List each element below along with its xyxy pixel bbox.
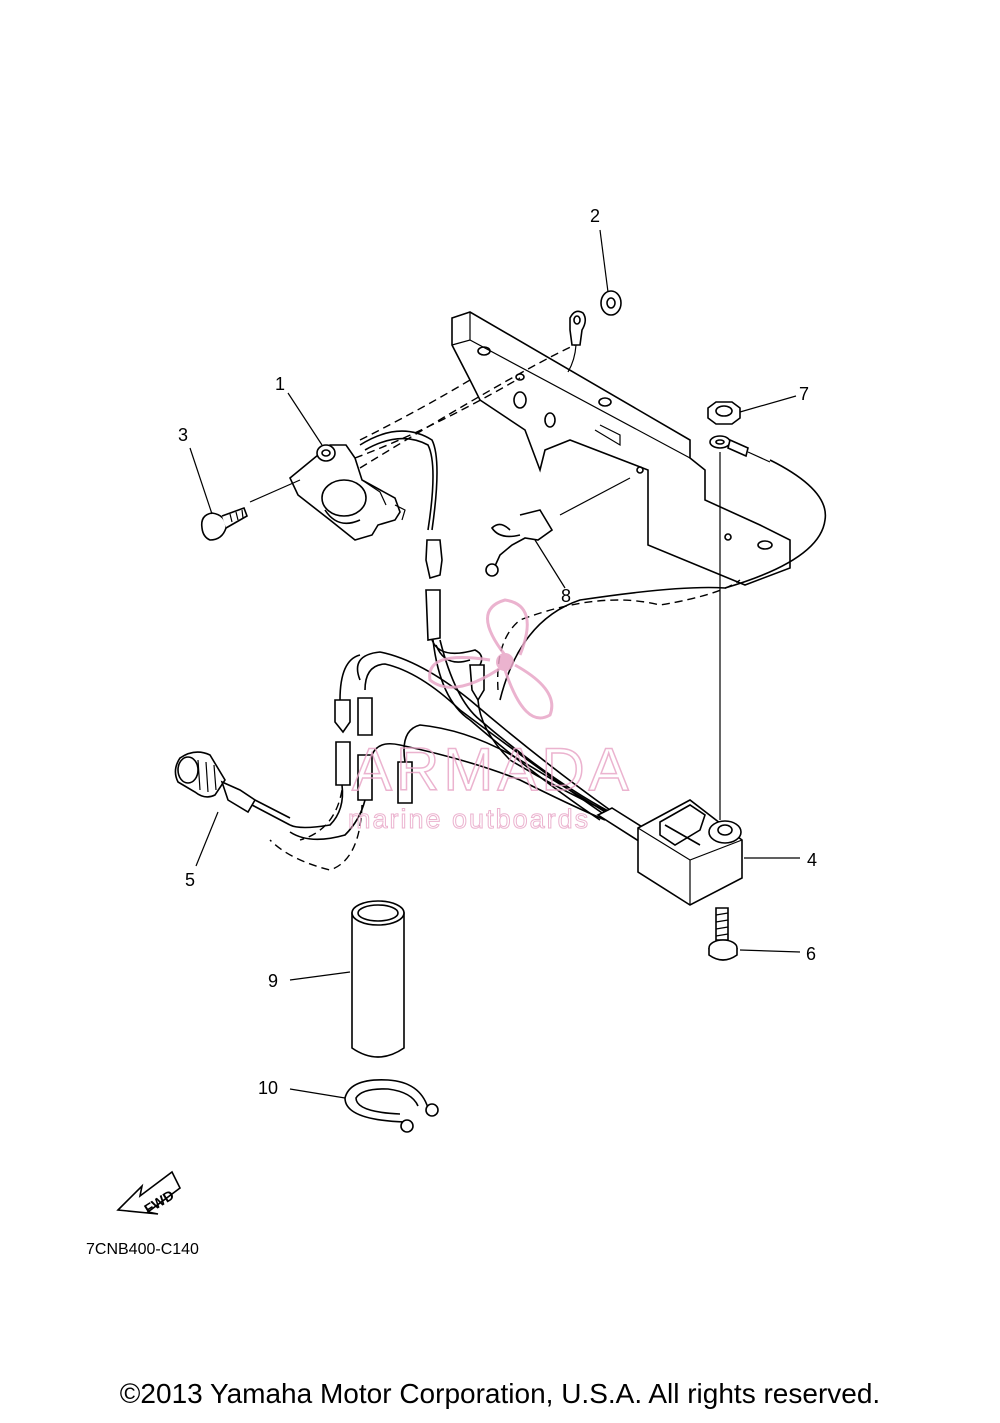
diagram-code: 7CNB400-C140 <box>86 1241 199 1258</box>
part-10-clip <box>344 1079 439 1133</box>
watermark: ARMADA marine outboards <box>348 598 633 835</box>
part-6-bolt <box>708 907 738 961</box>
callout-6: 6 <box>806 944 816 964</box>
part-1-switch <box>289 444 406 541</box>
callout-3: 3 <box>178 425 188 445</box>
watermark-propeller-icon <box>428 598 554 720</box>
bracket-plate <box>451 311 791 586</box>
wire-harness <box>269 344 827 871</box>
leader-lines <box>189 229 801 1099</box>
callout-2: 2 <box>590 206 600 226</box>
part-8-clamp <box>485 477 631 577</box>
callout-1: 1 <box>275 374 285 394</box>
part-2-washer <box>567 290 622 373</box>
part-4-module <box>637 452 743 906</box>
part-5-connector <box>174 751 291 826</box>
part-3-screw <box>200 479 301 541</box>
callout-9: 9 <box>268 971 278 991</box>
callout-8: 8 <box>561 586 571 606</box>
callout-5: 5 <box>185 870 195 890</box>
callout-10: 10 <box>258 1078 278 1098</box>
fwd-arrow-icon: FWD <box>116 1170 182 1217</box>
callout-4: 4 <box>807 850 817 870</box>
copyright-notice: ©2013 Yamaha Motor Corporation, U.S.A. A… <box>119 1378 881 1409</box>
watermark-subtitle: marine outboards <box>348 804 590 834</box>
part-7-nut <box>707 401 771 463</box>
part-9-sleeve <box>351 900 405 1058</box>
callout-7: 7 <box>799 384 809 404</box>
watermark-title: ARMADA <box>352 736 633 803</box>
